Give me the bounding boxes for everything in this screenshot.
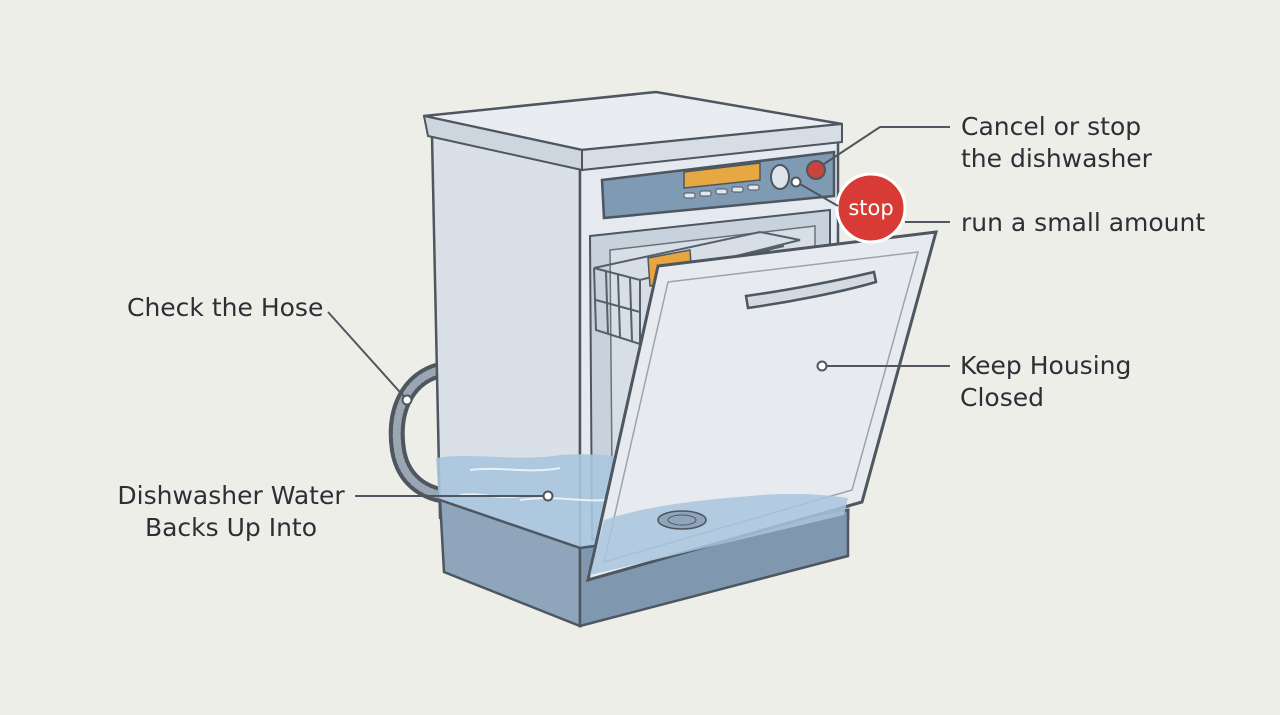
label-cancel-line1: Cancel or stop [961, 112, 1142, 141]
label-cancel-stop: Cancel or stop the dishwasher [961, 111, 1152, 175]
stop-badge-text: stop [848, 196, 893, 220]
leader-run-small [799, 183, 839, 207]
drain-hose-inner [392, 366, 444, 499]
label-water-backs-up: Dishwasher Water Backs Up Into [116, 480, 346, 544]
countertop-right-edge [581, 122, 843, 172]
label-water-line2: Backs Up Into [144, 513, 318, 542]
leader-lines [327, 126, 950, 497]
label-cancel-line2: the dishwasher [961, 144, 1152, 173]
label-run-small-amount: run a small amount [961, 207, 1205, 239]
door-water [590, 493, 848, 575]
display-window [683, 162, 761, 189]
dial-knob [770, 164, 790, 190]
drain [657, 510, 707, 530]
label-check-hose-text: Check the Hose [127, 293, 324, 322]
door-panel [585, 230, 939, 583]
label-keep-housing-line1: Keep Housing [960, 351, 1132, 380]
label-check-hose: Check the Hose [127, 292, 323, 324]
leader-dots [401, 176, 828, 502]
label-keep-housing: Keep Housing Closed [960, 350, 1131, 414]
leader-cancel [823, 126, 950, 165]
label-keep-housing-line2: Closed [960, 383, 1044, 412]
door-inner-edge [602, 251, 920, 564]
stop-badge [835, 172, 907, 244]
panel-buttons [683, 184, 760, 199]
power-button-red [806, 160, 826, 180]
label-run-small-text: run a small amount [961, 208, 1206, 237]
drain-hose [388, 362, 448, 503]
leader-hose [327, 311, 408, 401]
label-water-line1: Dishwasher Water [117, 481, 345, 510]
door-handle [744, 270, 878, 310]
